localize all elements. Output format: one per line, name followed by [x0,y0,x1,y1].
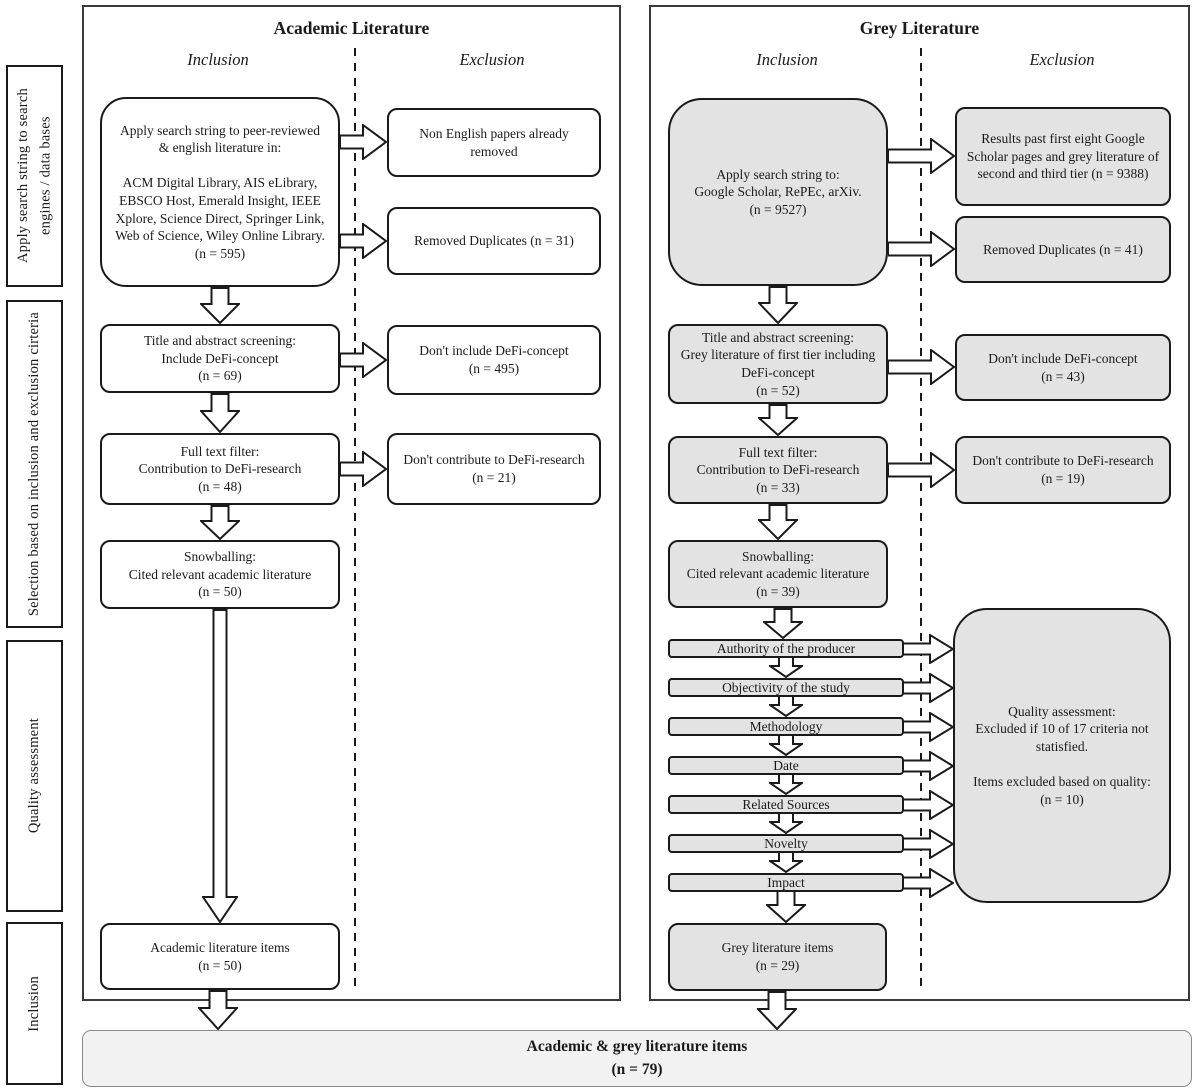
down-arrow [758,504,798,540]
academic-snowballing-box: Snowballing: Cited relevant academic lit… [100,540,340,609]
long-down-arrow [202,609,238,923]
sidebar-stage-apply-search: Apply search string to search engines / … [6,65,63,287]
criterion-objectivity-box: Objectivity of the study [668,678,904,697]
grey-snowballing-box: Snowballing: Cited relevant academic lit… [668,540,888,608]
grey-exclusion-header: Exclusion [1029,50,1095,69]
right-arrow [340,124,387,160]
academic-excl-contribution-box: Don't contribute to DeFi-research (n = 2… [387,433,601,505]
academic-inclusion-exclusion-divider [354,48,356,988]
right-arrow [340,223,387,259]
down-arrow [758,404,798,436]
down-arrow [769,734,803,756]
academic-excl-concept-box: Don't include DeFi-concept (n = 495) [387,325,601,395]
academic-search-box: Apply search string to peer-reviewed & e… [100,97,340,287]
grey-excl-concept-box: Don't include DeFi-concept (n = 43) [955,334,1171,401]
academic-fulltext-box: Full text filter: Contribution to DeFi-r… [100,433,340,505]
academic-screening-box: Title and abstract screening: Include De… [100,324,340,393]
right-arrow [903,712,954,742]
right-arrow [903,751,954,781]
down-arrow [758,286,798,324]
sidebar-stage-label: Quality assessment [26,718,43,834]
grey-excl-contribution-box: Don't contribute to DeFi-research (n = 1… [955,436,1171,504]
grey-inclusion-header: Inclusion [756,50,818,69]
right-arrow [340,342,387,378]
down-arrow [763,608,803,639]
academic-items-box: Academic literature items (n = 50) [100,923,340,990]
grey-excl-past-first-eight-box: Results past first eight Google Scholar … [955,107,1171,206]
sidebar-stage-inclusion: Inclusion [6,922,63,1085]
grey-items-box: Grey literature items (n = 29) [668,923,887,991]
right-arrow [888,138,955,174]
down-arrow [769,812,803,834]
grey-inclusion-exclusion-divider [920,48,922,988]
down-arrow [769,851,803,873]
sidebar-stage-quality: Quality assessment [6,640,63,912]
down-arrow [766,890,806,923]
sidebar-stage-selection: Selection based on inclusion and exclusi… [6,300,63,628]
down-arrow [198,990,238,1030]
grey-fulltext-box: Full text filter: Contribution to DeFi-r… [668,436,888,504]
right-arrow [903,673,954,703]
right-arrow [903,634,954,664]
right-arrow [903,829,954,859]
academic-inclusion-header: Inclusion [187,50,249,69]
sidebar-stage-label: Inclusion [26,975,43,1032]
academic-excl-non-english-box: Non English papers already removed [387,108,601,177]
down-arrow [757,991,797,1030]
right-arrow [903,868,954,898]
grey-excl-duplicates-box: Removed Duplicates (n = 41) [955,216,1171,283]
down-arrow [200,505,240,540]
combined-items-box: Academic & grey literature items (n = 79… [82,1030,1192,1087]
academic-excl-duplicates-box: Removed Duplicates (n = 31) [387,207,601,275]
grey-search-box: Apply search string to: Google Scholar, … [668,98,888,286]
academic-exclusion-header: Exclusion [459,50,525,69]
down-arrow [769,656,803,678]
academic-panel-title: Academic Literature [273,18,430,38]
down-arrow [769,695,803,717]
sidebar-stage-label: Selection based on inclusion and exclusi… [26,311,43,617]
down-arrow [200,287,240,324]
grey-panel-title: Grey Literature [859,18,980,38]
grey-quality-assessment-box: Quality assessment: Excluded if 10 of 17… [953,608,1171,903]
right-arrow [888,231,955,267]
sidebar-stage-label: Apply search string to search engines / … [15,88,54,264]
right-arrow [903,790,954,820]
down-arrow [769,773,803,795]
right-arrow [888,452,955,488]
grey-screening-box: Title and abstract screening: Grey liter… [668,324,888,404]
right-arrow [340,451,387,487]
right-arrow [888,349,955,385]
down-arrow [200,393,240,433]
